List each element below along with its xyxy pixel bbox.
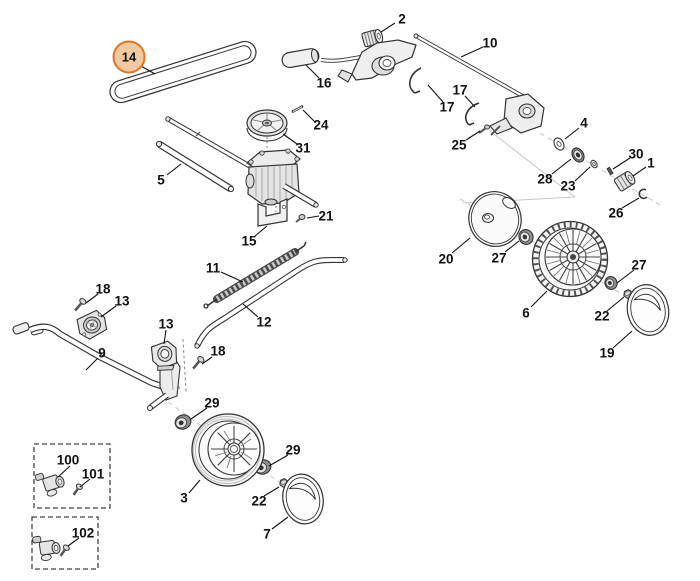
part-callout-17[interactable]: 17 xyxy=(439,99,455,115)
part-13-bearing-block xyxy=(76,309,108,340)
part-callout-18[interactable]: 18 xyxy=(95,281,111,297)
part-18-screw xyxy=(192,355,205,370)
part-callout-29[interactable]: 29 xyxy=(285,442,301,458)
lever-pivot-plate xyxy=(337,39,417,83)
leader-lines xyxy=(57,22,647,547)
part-callout-2[interactable]: 2 xyxy=(398,11,406,27)
part-2-adjuster-knob xyxy=(361,29,384,48)
part-callout-29[interactable]: 29 xyxy=(204,395,220,411)
part-27-bearing xyxy=(518,229,534,245)
part-callout-19[interactable]: 19 xyxy=(599,345,615,361)
part-19-hub-cap xyxy=(626,284,670,336)
part-callout-22[interactable]: 22 xyxy=(594,308,610,324)
part-callout-27[interactable]: 27 xyxy=(631,257,647,273)
part-callout-11[interactable]: 11 xyxy=(205,260,221,276)
part-7-hub-cap xyxy=(282,473,324,525)
part-callout-16[interactable]: 16 xyxy=(316,75,332,91)
part-callout-17[interactable]: 17 xyxy=(452,82,468,98)
part-callout-10[interactable]: 10 xyxy=(482,35,498,51)
part-6-rear-wheel xyxy=(531,220,609,298)
part-callout-31[interactable]: 31 xyxy=(295,140,311,156)
part-4-washer xyxy=(553,137,565,151)
part-callout-100[interactable]: 100 xyxy=(56,452,80,468)
input-shaft xyxy=(165,116,255,171)
part-20-cover-disc xyxy=(468,191,522,247)
part-23-ring xyxy=(590,159,598,169)
part-28-bearing xyxy=(571,147,585,163)
part-1-pinion xyxy=(613,171,636,192)
part-3-front-wheel xyxy=(191,413,265,487)
part-14-drive-belt xyxy=(109,40,257,104)
part-callout-26[interactable]: 26 xyxy=(608,205,624,221)
part-callout-23[interactable]: 23 xyxy=(560,178,576,194)
part-18-screw xyxy=(74,297,87,312)
part-11-tension-spring xyxy=(203,241,307,309)
part-callout-14[interactable]: 14 xyxy=(112,40,146,74)
part-27-bearing xyxy=(604,276,618,290)
part-17-spring-clip xyxy=(408,67,480,126)
part-10-link-rod xyxy=(413,33,529,101)
part-callout-101[interactable]: 101 xyxy=(81,466,105,482)
part-9-front-axle xyxy=(12,322,181,411)
part-callout-18[interactable]: 18 xyxy=(210,343,226,359)
part-callout-9[interactable]: 9 xyxy=(98,345,106,361)
part-5-shaft xyxy=(155,140,235,193)
part-callout-13[interactable]: 13 xyxy=(114,293,130,309)
part-24-pin xyxy=(291,104,304,114)
bell-crank-bracket xyxy=(489,93,545,136)
part-callout-3[interactable]: 3 xyxy=(180,490,188,506)
part-31-pulley xyxy=(246,109,288,142)
part-callout-4[interactable]: 4 xyxy=(580,115,588,131)
part-21-bolt xyxy=(295,214,306,223)
part-callout-15[interactable]: 15 xyxy=(241,233,257,249)
part-29-bearing xyxy=(174,414,192,430)
part-callout-102[interactable]: 102 xyxy=(71,525,95,541)
part-callout-28[interactable]: 28 xyxy=(537,171,553,187)
part-26-circlip xyxy=(638,188,648,200)
part-callout-5[interactable]: 5 xyxy=(157,172,165,188)
part-callout-30[interactable]: 30 xyxy=(628,146,644,162)
part-callout-6[interactable]: 6 xyxy=(522,305,530,321)
part-callout-12[interactable]: 12 xyxy=(256,314,272,330)
part-29-bearing xyxy=(254,459,272,475)
part-101-screw xyxy=(72,483,83,496)
service-kit-box-2 xyxy=(31,516,99,570)
part-102-screw xyxy=(59,544,70,557)
part-12-rod xyxy=(194,257,348,349)
part-callout-24[interactable]: 24 xyxy=(313,117,329,133)
part-callout-7[interactable]: 7 xyxy=(263,526,271,542)
part-30-pin xyxy=(606,166,614,176)
part-13-bearing-block xyxy=(150,340,178,371)
part-25-screw xyxy=(478,124,490,134)
part-callout-1[interactable]: 1 xyxy=(647,155,655,171)
part-15-bracket xyxy=(257,198,288,227)
part-callout-21[interactable]: 21 xyxy=(318,208,334,224)
gearbox-housing xyxy=(245,148,319,208)
part-callout-25[interactable]: 25 xyxy=(451,137,467,153)
part-callout-27[interactable]: 27 xyxy=(491,250,507,266)
service-kit-box-1 xyxy=(33,443,111,509)
part-callout-20[interactable]: 20 xyxy=(438,251,454,267)
part-100-assembly xyxy=(34,472,65,497)
part-102-assembly xyxy=(32,535,61,561)
part-callout-13[interactable]: 13 xyxy=(158,316,174,332)
part-callout-22[interactable]: 22 xyxy=(251,493,267,509)
